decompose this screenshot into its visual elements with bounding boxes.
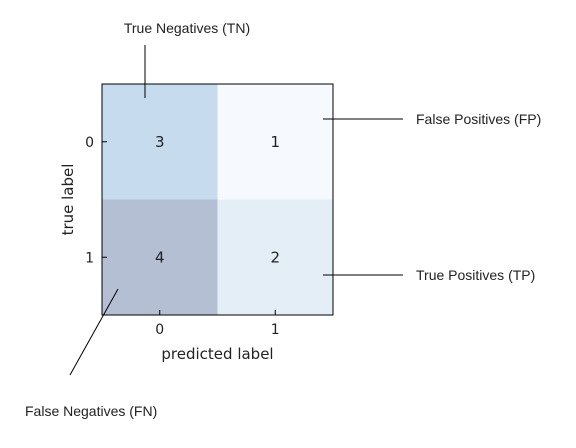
ticks-layer: 0 1 0 1 [85, 135, 280, 338]
tp-annotation: True Positives (TP) [416, 267, 535, 283]
matrix-cell-0-0 [102, 84, 218, 200]
cell-value-0-1: 1 [270, 133, 280, 151]
y-tick-label-0: 0 [85, 135, 94, 151]
cell-values-layer: 3 1 4 2 [155, 133, 280, 267]
cell-value-1-1: 2 [270, 248, 280, 266]
fp-annotation: False Positives (FP) [416, 111, 541, 127]
matrix-cell-0-1 [217, 84, 333, 200]
matrix-cell-1-0 [102, 199, 218, 315]
x-tick-label-0: 0 [155, 322, 164, 338]
plot-frame [101, 83, 334, 316]
cell-value-1-0: 4 [155, 248, 165, 266]
x-tick-label-1: 1 [271, 322, 280, 338]
cells-layer [102, 84, 333, 315]
cell-value-0-0: 3 [155, 133, 165, 151]
fn-annotation: False Negatives (FN) [25, 403, 157, 419]
fn-pointer-line [69, 288, 119, 376]
matrix-cell-1-1 [217, 199, 333, 315]
y-tick-label-1: 1 [85, 250, 94, 266]
tn-annotation: True Negatives (TN) [124, 20, 250, 36]
annotations-layer: True Negatives (TN) False Positives (FP)… [25, 20, 541, 419]
y-axis-label: true label [59, 164, 77, 236]
x-axis-label: predicted label [161, 345, 273, 363]
